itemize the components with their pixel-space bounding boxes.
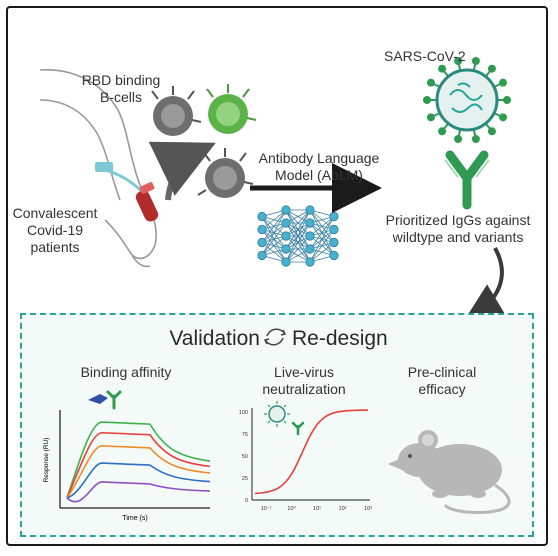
nn-node (281, 218, 291, 228)
nn-node (281, 244, 291, 254)
nn-node (257, 211, 267, 222)
neutralization-curve (254, 409, 368, 495)
binding-series-line (66, 445, 211, 499)
nn-node (305, 205, 315, 215)
neut-xtick: 10⁰ (287, 505, 296, 512)
neut-xtick: 10² (339, 506, 347, 512)
binding-affinity-label: Binding affinity (80, 364, 172, 380)
nn-node (329, 237, 339, 248)
nn-node (281, 257, 291, 267)
virus-spike (487, 64, 496, 73)
neut-xtick: 10⁻¹ (261, 506, 272, 512)
nn-node (329, 250, 339, 261)
to-validation-arrow (463, 247, 508, 323)
rbd-bcells-label: RBD binding B-cells (81, 72, 161, 105)
neut-ytick: 75 (242, 432, 248, 438)
virus-spike (426, 113, 435, 122)
b-cell-grey-1 (151, 86, 202, 136)
nn-node (281, 231, 291, 241)
binding-series-line (66, 431, 211, 499)
neut-ytick: 0 (245, 498, 248, 504)
ablm-label: Antibody Language Model (AbLM) (258, 150, 380, 183)
virus-spike (438, 127, 447, 136)
virus-spike (503, 96, 511, 104)
nn-node (329, 224, 339, 235)
binding-series-line (66, 481, 211, 503)
nn-node (305, 231, 315, 241)
cycle-icon (263, 328, 287, 346)
antibody-icon (444, 150, 490, 210)
binding-chart: Response (RU) Time (s) (43, 390, 211, 522)
nn-node (257, 250, 267, 261)
nn-node (257, 237, 267, 248)
virus-spike (487, 127, 496, 136)
nn-node (257, 224, 267, 235)
prioritized-igg-label: Prioritized IgGs against wildtype and va… (385, 212, 531, 245)
virus-label: SARS-CoV-2 (384, 48, 466, 64)
virus-spike (426, 78, 435, 87)
validation-title: Validation (169, 327, 260, 350)
virus-spike (471, 134, 480, 143)
neutralization-chart: 100 75 50 25 0 10⁻¹ 10⁰ 10¹ 10² 10³ (239, 401, 372, 512)
binding-series-line (66, 462, 211, 499)
nn-node (305, 244, 315, 254)
nn-node (305, 218, 315, 228)
virus-spike (499, 113, 508, 122)
neut-ytick: 50 (242, 454, 248, 460)
virus-spike (454, 57, 463, 66)
mouse-icon (388, 430, 511, 514)
virus-spike (471, 57, 480, 66)
binding-series-line (66, 421, 211, 499)
virus-spike (438, 64, 447, 73)
virus-antibody-small-icon (264, 401, 305, 436)
blood-draw-icon (95, 162, 159, 222)
rbd-antibody-icon (88, 390, 122, 410)
virus-spike (499, 78, 508, 87)
nn-node (281, 205, 291, 215)
virus-icon (423, 57, 511, 143)
virus-spike (423, 96, 431, 104)
neut-xtick: 10¹ (313, 506, 321, 512)
binding-ylabel: Response (RU) (43, 438, 50, 483)
live-virus-label: Live-virus neutralization (262, 364, 346, 397)
virus-spike (454, 134, 463, 143)
binding-xlabel: Time (s) (122, 515, 147, 522)
redesign-title: Re-design (292, 327, 388, 350)
neut-xtick: 10³ (364, 506, 372, 512)
nn-node (305, 257, 315, 267)
selection-arrow (148, 141, 216, 201)
neut-ytick: 100 (239, 410, 248, 416)
neural-network-nodes (257, 205, 339, 267)
b-cell-green (206, 84, 257, 134)
neut-ytick: 25 (242, 476, 248, 482)
preclinical-label: Pre-clinical efficacy (407, 364, 477, 397)
patients-label: Convalescent Covid-19 patients (12, 205, 98, 255)
